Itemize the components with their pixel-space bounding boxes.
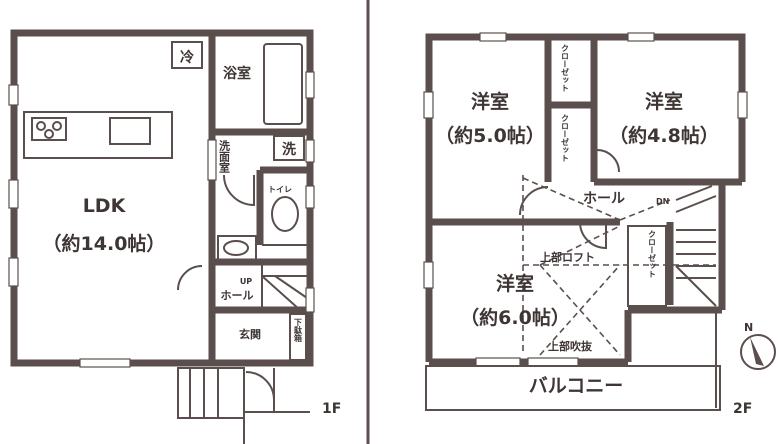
balcony xyxy=(425,365,721,411)
door-swing[interactable] xyxy=(579,221,607,250)
bathtub xyxy=(263,43,303,125)
washroom-label: 洗面室 xyxy=(218,139,231,173)
floor-label-2f: 2F xyxy=(733,401,752,417)
door-swing[interactable] xyxy=(519,186,549,216)
toilet-label: トイレ xyxy=(268,185,292,194)
entrance-steps xyxy=(177,367,245,419)
wash-basin xyxy=(217,235,257,261)
door-swing[interactable] xyxy=(177,265,203,291)
closet-label-1: クローゼット xyxy=(561,44,570,92)
entrance-label: 玄関 xyxy=(239,327,261,341)
ldk-size-label: （約14.0帖） xyxy=(43,232,166,255)
stairs-2f xyxy=(675,185,717,307)
floor-2-plan: N クローゼット クローゼット クローゼット 洋室 （約5.0帖） 洋室 （約4… xyxy=(423,32,776,417)
hall-label-2f: ホール xyxy=(583,191,625,207)
north-label: N xyxy=(744,321,753,334)
toilet-bowl xyxy=(271,196,299,232)
door-swing[interactable] xyxy=(223,174,255,207)
void-label: 上部吹抜 xyxy=(548,339,593,353)
room2-size-label: （約4.8帖） xyxy=(609,124,719,147)
room2-label: 洋室 xyxy=(645,90,683,113)
up-label: UP xyxy=(240,277,252,286)
floor-1-plan: 冷 浴室 洗面室 洗 トイレ LDK （約14.0帖） UP ホール 玄関 下駄… xyxy=(8,29,341,444)
closet-label-3: クローゼット xyxy=(648,230,657,278)
ldk-label: LDK xyxy=(83,195,127,217)
room3-label: 洋室 xyxy=(496,272,534,295)
floor-label-1f: 1F xyxy=(322,401,341,417)
stove xyxy=(31,117,67,141)
fridge-label: 冷 xyxy=(180,49,194,66)
room1-label: 洋室 xyxy=(471,90,509,113)
hall-label-1f: ホール xyxy=(221,289,254,302)
room1-size-label: （約5.0帖） xyxy=(435,124,545,147)
washer-label: 洗 xyxy=(282,141,296,158)
room3-size-label: （約6.0帖） xyxy=(460,306,570,329)
washer-box xyxy=(273,135,305,161)
loft-label: 上部ロフト xyxy=(540,250,595,264)
north-arrow-icon xyxy=(740,334,776,370)
dn-label: DN xyxy=(656,197,669,206)
fridge-box xyxy=(171,41,203,69)
closet-label-2: クローゼット xyxy=(561,114,570,162)
kitchen-counter xyxy=(23,111,173,159)
bath-label: 浴室 xyxy=(223,65,251,82)
sink xyxy=(109,117,151,145)
balcony-label: バルコニー xyxy=(529,375,624,397)
entrance-door-swing[interactable] xyxy=(245,371,275,401)
door-swing[interactable] xyxy=(596,149,620,173)
shoe-box-label: 下駄箱 xyxy=(293,318,303,343)
